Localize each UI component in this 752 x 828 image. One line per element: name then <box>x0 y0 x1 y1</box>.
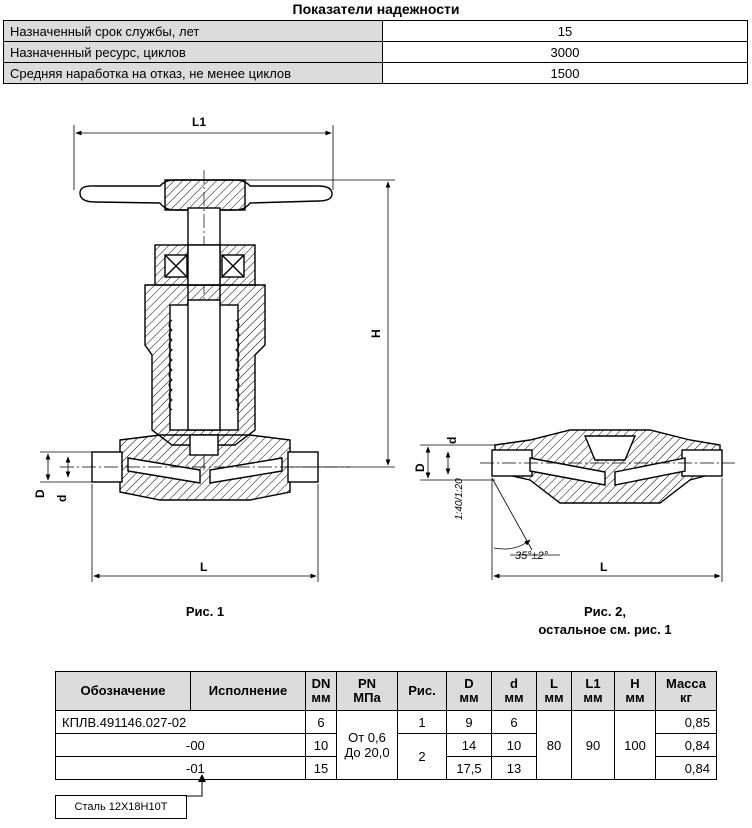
cell-dn: 6 <box>305 710 337 734</box>
dim-angle: 35°±2° <box>515 550 549 562</box>
cell-D: 9 <box>446 710 492 734</box>
reliability-label: Назначенный срок службы, лет <box>3 20 383 42</box>
header-version: Исполнение <box>190 671 306 711</box>
valve-technical-drawing: L1 H D d L D d 1:40/1:20 35°±2° L <box>33 115 735 582</box>
cell-mass: 0,84 <box>655 733 717 757</box>
cell-designation: КПЛВ.491146.027-02 <box>55 710 306 734</box>
reliability-label: Средняя наработка на отказ, не менее цик… <box>3 62 383 84</box>
cell-dn: 15 <box>305 756 337 780</box>
dim-d-left: d <box>55 495 69 502</box>
dim-H: H <box>369 329 383 338</box>
figure-1-valve <box>40 125 395 582</box>
figure-2-caption-line1: Рис. 2, <box>584 604 626 619</box>
figure-2-valve-body <box>420 429 735 582</box>
figure-2-caption-line2: остальное см. рис. 1 <box>538 622 672 637</box>
cell-fig: 2 <box>397 733 447 780</box>
cell-L1: 90 <box>571 710 615 780</box>
cell-d: 13 <box>491 756 537 780</box>
cell-fig: 1 <box>397 710 447 734</box>
table-row: Назначенный ресурс, циклов 3000 <box>3 41 748 63</box>
cell-H: 100 <box>614 710 656 780</box>
dim-L-left: L <box>200 560 207 574</box>
header-designation: Обозначение <box>55 671 191 711</box>
cell-mass: 0,84 <box>655 756 717 780</box>
reliability-value: 15 <box>382 20 748 42</box>
cell-mass: 0,85 <box>655 710 717 734</box>
cell-dn: 10 <box>305 733 337 757</box>
cell-version: -00 <box>55 733 306 757</box>
cell-L: 80 <box>536 710 572 780</box>
reliability-value: 3000 <box>382 41 748 63</box>
dim-L-right: L <box>600 560 607 574</box>
leader-arrow <box>185 774 206 797</box>
table-row: Назначенный срок службы, лет 15 <box>3 20 748 42</box>
reliability-table: Назначенный срок службы, лет 15 Назначен… <box>3 20 748 84</box>
table-row: Средняя наработка на отказ, не менее цик… <box>3 62 748 84</box>
reliability-label: Назначенный ресурс, циклов <box>3 41 383 63</box>
reliability-title: Показатели надежности <box>292 1 460 17</box>
dim-D-left: D <box>33 489 47 498</box>
dim-D-right: D <box>413 463 427 472</box>
cell-D: 14 <box>446 733 492 757</box>
cell-D: 17,5 <box>446 756 492 780</box>
cell-d: 10 <box>491 733 537 757</box>
cell-version: -01 <box>55 756 306 780</box>
dim-tolerance: 1:40/1:20 <box>454 478 465 520</box>
reliability-value: 1500 <box>382 62 748 84</box>
cell-d: 6 <box>491 710 537 734</box>
table-row: -01 15 17,5 13 0,84 <box>55 756 717 780</box>
dim-d-right: d <box>445 437 459 444</box>
figure-1-caption: Рис. 1 <box>185 604 225 619</box>
dim-L1: L1 <box>192 115 206 129</box>
header-fig: Рис. <box>397 671 447 711</box>
material-note: Сталь 12Х18Н10Т <box>55 795 187 819</box>
